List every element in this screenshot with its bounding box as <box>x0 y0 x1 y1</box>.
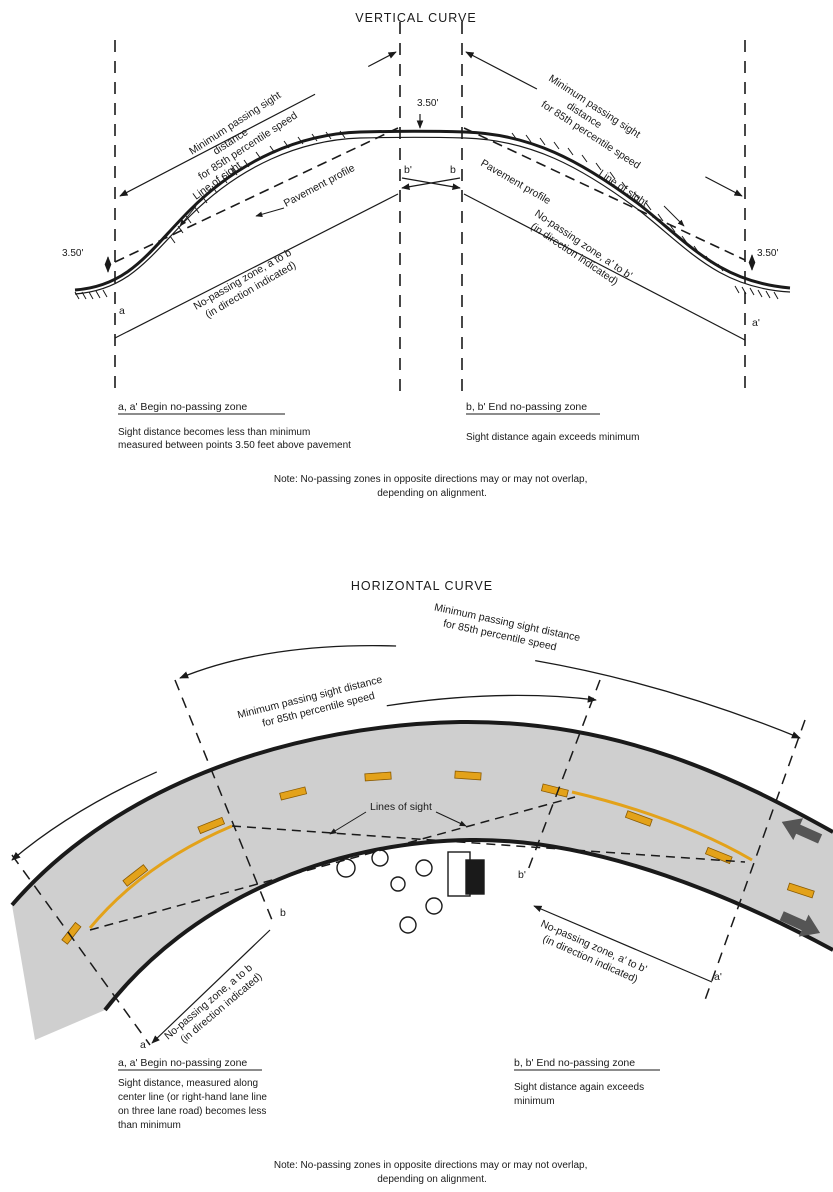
min-passing-dim-inner <box>11 694 597 861</box>
min-passing-dim-right <box>465 51 743 197</box>
height-label-right: 3.50' <box>757 248 778 259</box>
zone-dim-left <box>151 929 271 1044</box>
pavement-profile-edge <box>74 136 791 295</box>
vertical-reference-lines <box>114 22 746 392</box>
horizontal-title: HORIZONTAL CURVE <box>351 579 493 593</box>
height-markers <box>104 114 756 273</box>
roadside-obstructions <box>336 849 485 934</box>
label-b-vertical: b <box>450 164 456 176</box>
pavement-profile-label-left: Pavement profile <box>282 162 357 210</box>
zone-label-left: No-passing zone, a to b (in direction in… <box>192 245 303 324</box>
height-label-top: 3.50' <box>417 98 438 109</box>
label-b-prime-horizontal: b' <box>518 869 526 881</box>
line-of-sight-label-right: Line of sight <box>596 168 650 210</box>
vertical-lines-of-sight <box>114 127 746 263</box>
zone-line-right <box>463 193 746 341</box>
horizontal-legend-begin-heading: a, a' Begin no-passing zone <box>118 1057 247 1069</box>
min-passing-label-outer: Minimum passing sight distance for 85th … <box>430 601 584 658</box>
label-b-horizontal: b <box>280 907 286 919</box>
horizontal-legend-end-heading: b, b' End no-passing zone <box>514 1057 635 1069</box>
vertical-legend-begin-text: Sight distance becomes less than minimum… <box>118 427 351 451</box>
zone-label-left-horizontal: No-passing zone, a to b (in direction in… <box>162 960 265 1052</box>
direction-arrow-left <box>781 818 823 844</box>
min-passing-dim-outer <box>179 645 801 739</box>
line-of-sight-leader-left <box>179 205 197 227</box>
min-passing-dim-left <box>119 51 397 197</box>
zone-line-left <box>114 193 399 339</box>
label-a-prime-horizontal: a' <box>714 971 722 983</box>
horizontal-note: Note: No-passing zones in opposite direc… <box>274 1160 590 1185</box>
pavement-profile-leader-left <box>255 207 285 217</box>
horizontal-legend-end-text: Sight distance again exceeds minimum <box>514 1082 647 1107</box>
label-a-prime-vertical: a' <box>752 317 760 329</box>
vertical-legend-begin-heading: a, a' Begin no-passing zone <box>118 401 247 413</box>
line-of-sight-leader-right <box>663 205 685 227</box>
vertical-note: Note: No-passing zones in opposite direc… <box>274 474 590 499</box>
vertical-legend-end-text: Sight distance again exceeds minimum <box>466 432 639 443</box>
height-label-left: 3.50' <box>62 248 83 259</box>
label-b-prime-vertical: b' <box>404 164 412 176</box>
b-prime-arrow <box>401 177 461 191</box>
label-a-horizontal: a <box>140 1039 146 1051</box>
min-passing-label-inner: Minimum passing sight distance for 85th … <box>236 673 390 735</box>
zone-dim-right <box>533 905 713 983</box>
zone-label-right-horizontal: No-passing zone, a' to b' (in direction … <box>533 918 651 989</box>
direction-arrow-right <box>779 911 821 937</box>
horizontal-legend-begin-text: Sight distance, measured along center li… <box>118 1078 270 1131</box>
lines-of-sight-label: Lines of sight <box>370 801 432 813</box>
zone-label-right: No-passing zone, a' to b' (in direction … <box>525 208 637 295</box>
vertical-legend-end-heading: b, b' End no-passing zone <box>466 401 587 413</box>
vertical-title: VERTICAL CURVE <box>355 11 476 25</box>
label-a-vertical: a <box>119 305 125 317</box>
pavement-profile-line <box>74 129 791 292</box>
